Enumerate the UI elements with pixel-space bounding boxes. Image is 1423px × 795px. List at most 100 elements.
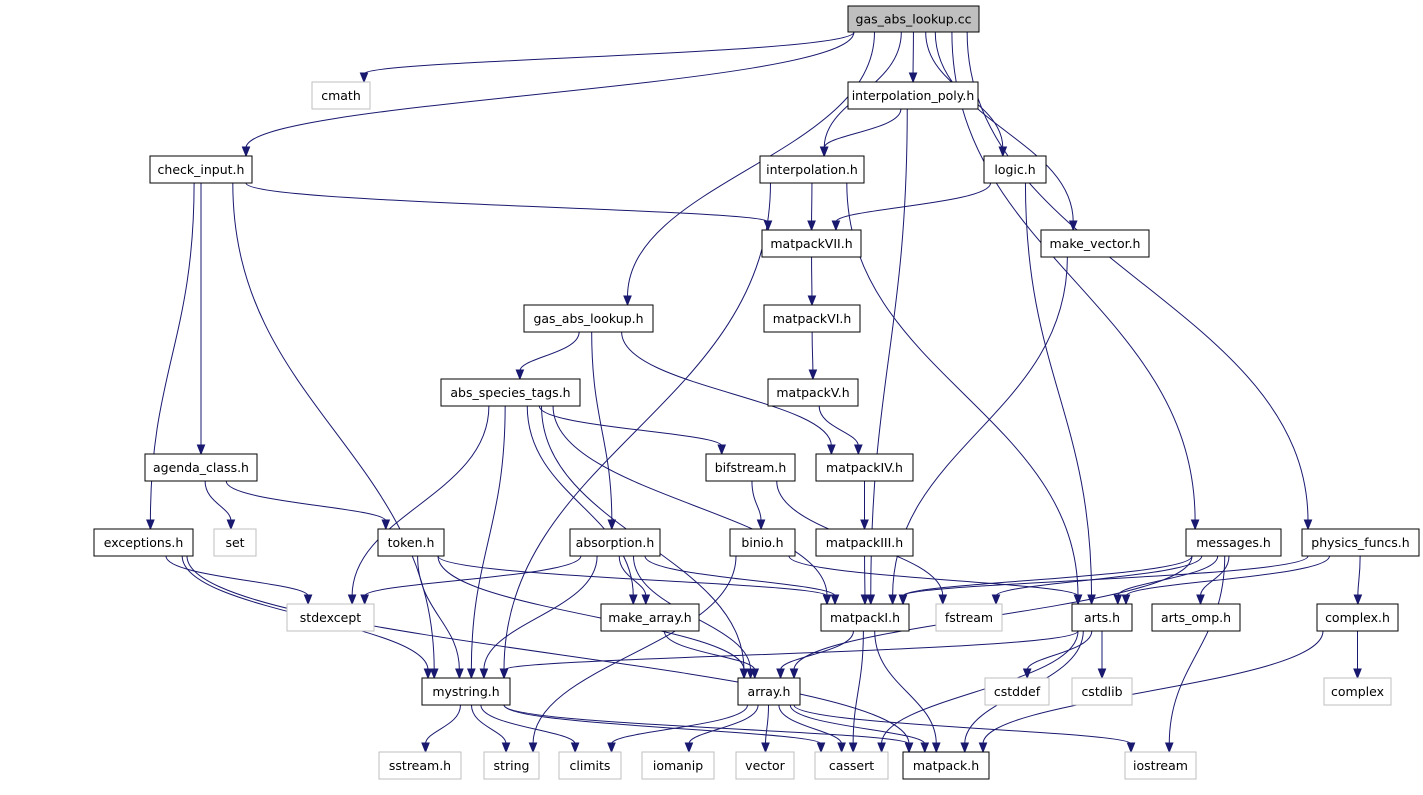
edge-group xyxy=(1196,555,1230,606)
node-check-input-h[interactable]: check_input.h xyxy=(149,155,253,184)
node-gas-abs-lookup-cc[interactable]: gas_abs_lookup.cc xyxy=(847,5,980,33)
node-messages-h[interactable]: messages.h xyxy=(1185,528,1282,557)
edge-group xyxy=(831,182,992,232)
node-arts-omp-h[interactable]: arts_omp.h xyxy=(1151,603,1241,632)
edge-group xyxy=(618,555,651,606)
edge-group xyxy=(978,630,1324,754)
arrowhead xyxy=(931,742,941,754)
arrowhead xyxy=(623,295,632,307)
node-complex-h[interactable]: complex.h xyxy=(1316,603,1399,632)
edge-group xyxy=(898,555,1309,606)
node-matpackV-h[interactable]: matpackV.h xyxy=(767,378,859,407)
node-matpackI-h[interactable]: matpackI.h xyxy=(820,603,910,632)
node-box xyxy=(286,603,375,632)
edge-group xyxy=(417,555,464,680)
arrowhead xyxy=(1353,594,1363,606)
arrowhead xyxy=(515,369,525,381)
node-bifstream-h[interactable]: bifstream.h xyxy=(705,453,796,482)
node-binio-h[interactable]: binio.h xyxy=(729,528,796,557)
edge-group xyxy=(467,405,506,680)
node-exceptions-h[interactable]: exceptions.h xyxy=(93,528,194,557)
edge-physics_funcs_h-to-complex_h xyxy=(1357,555,1361,597)
arrowhead xyxy=(501,742,511,754)
edge-group xyxy=(684,704,759,754)
edge-group xyxy=(818,405,863,456)
node-arts-h[interactable]: arts.h xyxy=(1071,603,1133,632)
node-box xyxy=(820,603,910,632)
arrowhead xyxy=(960,742,970,754)
node-matpackIII-h[interactable]: matpackIII.h xyxy=(815,528,914,557)
edge-exceptions_h-to-stdexcept xyxy=(165,555,309,597)
node-label: agenda_class.h xyxy=(153,460,249,475)
arrowhead xyxy=(866,594,876,606)
node-cstdlib: cstdlib xyxy=(1071,677,1133,706)
node-matpackVI-h[interactable]: matpackVI.h xyxy=(763,304,861,333)
arrowhead xyxy=(347,594,357,606)
edge-group xyxy=(860,555,870,606)
node-box xyxy=(1151,603,1241,632)
node-label: cstddef xyxy=(994,684,1041,699)
node-array-h[interactable]: array.h xyxy=(737,677,801,706)
node-absorption-h[interactable]: absorption.h xyxy=(569,528,661,557)
edge-group xyxy=(807,256,817,307)
node-iostream: iostream xyxy=(1124,751,1197,780)
arrowhead xyxy=(756,519,766,531)
edge-group xyxy=(991,555,1203,606)
arrowhead xyxy=(819,146,829,158)
arrowhead xyxy=(831,220,841,232)
edge-group xyxy=(848,630,864,754)
node-abs-species-tags-h[interactable]: abs_species_tags.h xyxy=(440,378,581,407)
arrowhead xyxy=(1196,594,1205,606)
node-matpack-h[interactable]: matpack.h xyxy=(902,751,990,780)
arrowhead xyxy=(1073,594,1083,606)
arrowhead xyxy=(381,519,391,531)
node-agenda-class-h[interactable]: agenda_class.h xyxy=(144,453,258,482)
edge-group xyxy=(788,555,1083,606)
edge-matpackV_h-to-matpackIV_h xyxy=(818,405,859,447)
arrowhead xyxy=(684,742,694,754)
node-mystring-h[interactable]: mystring.h xyxy=(421,677,511,706)
arrowhead xyxy=(1164,742,1174,754)
arrowhead xyxy=(898,594,908,606)
edge-matpackI_h-to-cassert xyxy=(852,630,864,745)
node-label: cassert xyxy=(829,758,874,773)
edge-array_h-to-matpack_h xyxy=(789,704,926,745)
node-matpackVII-h[interactable]: matpackVII.h xyxy=(761,229,862,258)
node-box xyxy=(767,378,859,407)
node-physics-funcs-h[interactable]: physics_funcs.h xyxy=(1301,528,1420,557)
node-label: matpackVI.h xyxy=(773,311,852,326)
node-stdexcept: stdexcept xyxy=(286,603,375,632)
node-vector: vector xyxy=(735,751,795,780)
edge-group xyxy=(877,630,1079,754)
node-interpolation-poly-h[interactable]: interpolation_poly.h xyxy=(847,81,979,110)
node-box xyxy=(814,751,889,780)
node-make-array-h[interactable]: make_array.h xyxy=(600,603,700,632)
node-label: binio.h xyxy=(741,535,783,550)
node-box xyxy=(983,155,1047,184)
node-label: vector xyxy=(745,758,786,773)
arrowhead xyxy=(837,742,846,754)
arrowhead xyxy=(421,742,430,754)
node-label: iomanip xyxy=(653,758,703,773)
edge-group xyxy=(347,405,490,606)
node-label: arts_omp.h xyxy=(1161,610,1231,625)
node-logic-h[interactable]: logic.h xyxy=(983,155,1047,184)
node-gas-abs-lookup-h[interactable]: gas_abs_lookup.h xyxy=(523,304,654,333)
edge-array_h-to-iostream xyxy=(793,704,1132,745)
edge-group xyxy=(480,704,580,754)
node-token-h[interactable]: token.h xyxy=(377,528,445,557)
node-label: abs_species_tags.h xyxy=(450,385,570,400)
node-matpackIV-h[interactable]: matpackIV.h xyxy=(815,453,914,482)
edge-abs_species_tags_h-to-make_array_h xyxy=(526,405,634,597)
edge-group xyxy=(776,630,854,680)
edge-binio_h-to-arts_h xyxy=(788,555,1079,597)
arrowhead xyxy=(467,668,476,680)
node-box xyxy=(523,304,654,333)
edge-group xyxy=(359,31,855,84)
edge-group xyxy=(186,555,914,754)
node-box xyxy=(558,751,622,780)
node-interpolation-h[interactable]: interpolation.h xyxy=(759,155,865,184)
node-make-vector-h[interactable]: make_vector.h xyxy=(1040,229,1150,258)
arrowhead xyxy=(360,594,369,606)
node-label: cstdlib xyxy=(1081,684,1122,699)
